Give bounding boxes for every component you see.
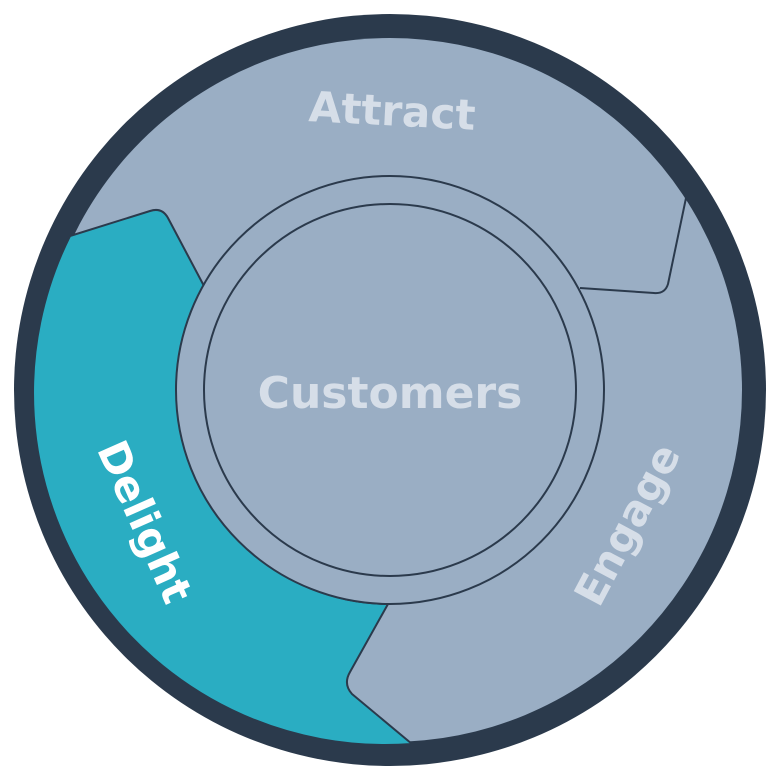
center-label: Customers <box>258 368 523 419</box>
hub-inner <box>203 203 577 577</box>
segment-label-attract: Attract <box>308 82 477 140</box>
separator-attract-engage <box>579 197 687 295</box>
